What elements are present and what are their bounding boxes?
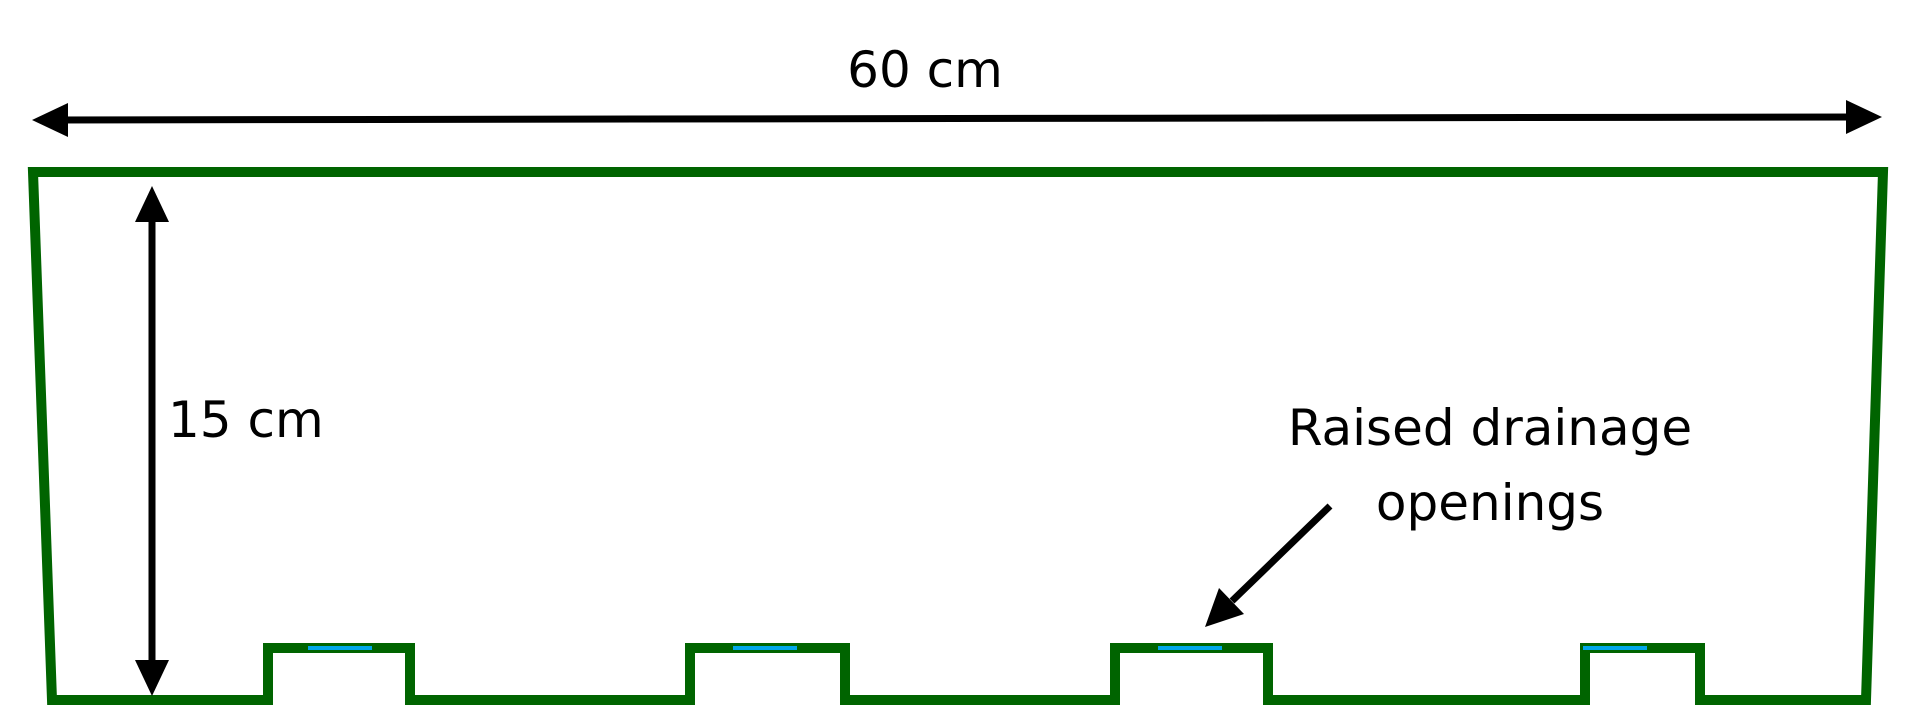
height-label: 15 cm: [168, 391, 324, 449]
height-dimension-arrow: [135, 186, 169, 696]
annotation-label-line1: Raised drainage: [1288, 399, 1692, 457]
width-dimension-arrow: [32, 100, 1882, 137]
annotation-label-line2: openings: [1376, 474, 1604, 532]
annotation-pointer-arrow: [1205, 503, 1333, 627]
width-label: 60 cm: [847, 41, 1003, 99]
